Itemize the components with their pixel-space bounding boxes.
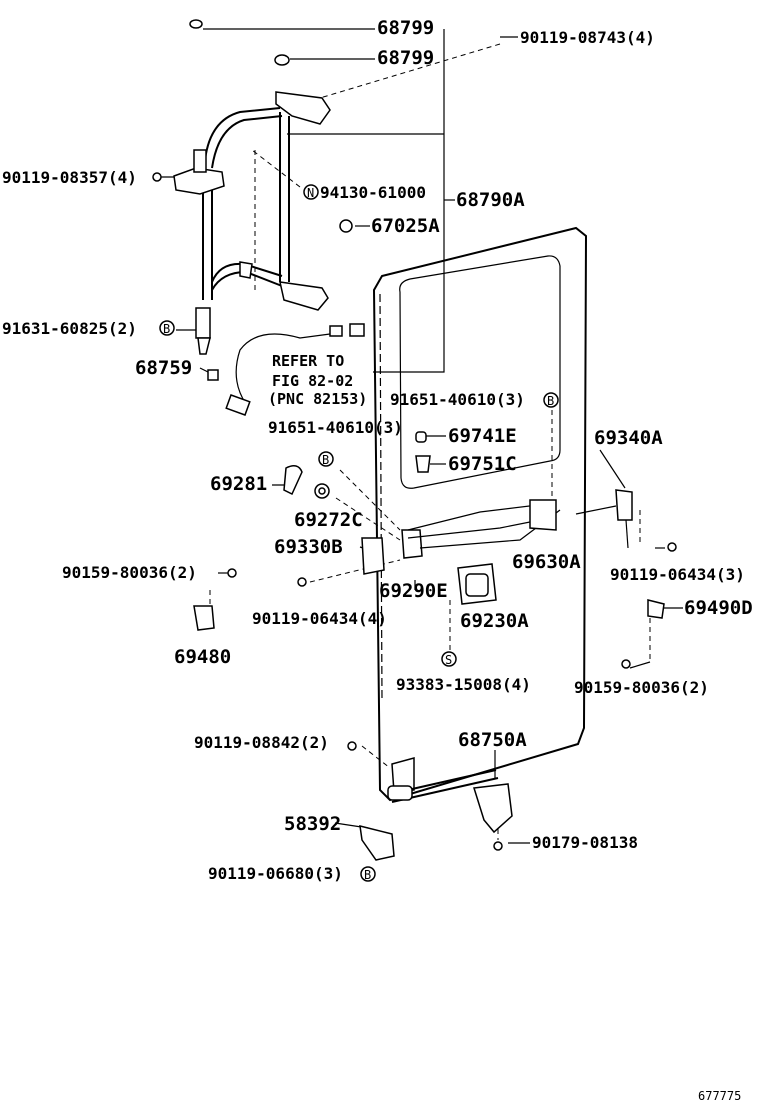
label-69230a: 69230A: [460, 610, 529, 632]
refer-note-line1: REFER TO: [272, 352, 344, 370]
label-69630a: 69630A: [512, 551, 581, 573]
label-90119-06434: 90119-06434(4): [252, 609, 387, 628]
label-68799: 68799: [377, 47, 434, 69]
label-90119-08743: 90119-08743(4): [520, 28, 655, 47]
callout-symbols: N B B B S B: [159, 184, 559, 882]
lock-mechanism: [193, 431, 677, 669]
label-93383-15008: 93383-15008(4): [396, 675, 531, 694]
frame-assembly: [152, 19, 353, 381]
s-symbol-icon: [441, 651, 457, 667]
label-91631-60825: 91631-60825(2): [2, 319, 137, 338]
label-91651-40610-upper: 91651-40610(3): [390, 390, 525, 409]
label-69272c: 69272C: [294, 509, 363, 531]
b-symbol-letter: B: [322, 453, 329, 467]
label-68759: 68759: [135, 357, 192, 379]
label-90119-08357: 90119-08357(4): [2, 168, 137, 187]
label-94130-61000: 94130-61000: [320, 183, 426, 202]
label-69490d: 69490D: [684, 597, 753, 619]
label-68799-top: 68799: [377, 17, 434, 39]
label-69330b: 69330B: [274, 536, 343, 558]
b-symbol-icon: [360, 866, 376, 882]
label-68790a: 68790A: [456, 189, 525, 211]
refer-note-line3: (PNC 82153): [268, 390, 367, 408]
b-symbol-letter: B: [364, 868, 371, 882]
n-symbol-letter: N: [307, 186, 314, 200]
s-symbol-letter: S: [445, 653, 452, 667]
b-symbol-letter: B: [163, 322, 170, 336]
b-symbol-icon: [159, 320, 175, 336]
leader-lines: [153, 28, 683, 844]
label-90159-80036-right: 90159-80036(2): [574, 678, 709, 697]
label-69741e: 69741E: [448, 425, 517, 447]
label-90119-06434-right: 90119-06434(3): [610, 565, 745, 584]
wire-harness: [225, 323, 365, 416]
part-labels: 68799 68799 90119-08743(4) 90119-08357(4…: [2, 17, 753, 1103]
label-90179-08138: 90179-08138: [532, 833, 638, 852]
label-67025a: 67025A: [371, 215, 440, 237]
n-symbol-icon: [303, 184, 319, 200]
label-69340a: 69340A: [594, 427, 663, 449]
refer-note-line2: FIG 82-02: [272, 372, 353, 390]
label-69281: 69281: [210, 473, 267, 495]
label-58392: 58392: [284, 813, 341, 835]
label-90119-06680: 90119-06680(3): [208, 864, 343, 883]
figure-id: 677775: [698, 1089, 741, 1103]
label-69480: 69480: [174, 646, 231, 668]
label-69290e: 69290E: [379, 580, 448, 602]
label-69751c: 69751C: [448, 453, 517, 475]
label-90119-08842: 90119-08842(2): [194, 733, 329, 752]
label-91651-40610-lower: 91651-40610(3): [268, 418, 403, 437]
b-symbol-icon: [543, 392, 559, 408]
door-stay: [347, 741, 513, 861]
b-symbol-icon: [318, 451, 334, 467]
b-symbol-letter: B: [547, 394, 554, 408]
label-68750a: 68750A: [458, 729, 527, 751]
back-door-panel: [372, 226, 588, 802]
label-90159-80036-left: 90159-80036(2): [62, 563, 197, 582]
